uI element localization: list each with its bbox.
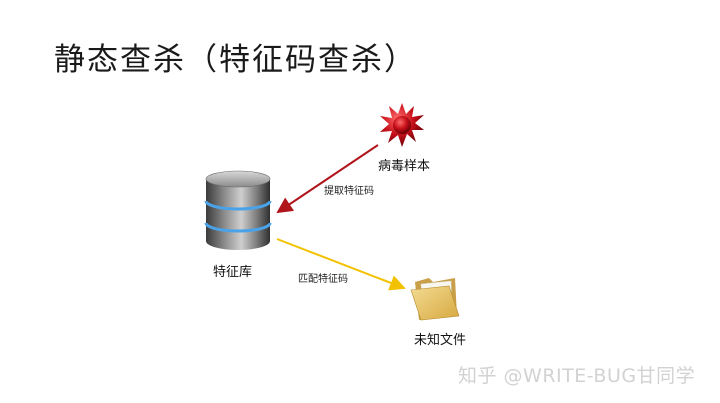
match-edge-label: 匹配特征码 bbox=[298, 274, 348, 285]
folder-icon bbox=[410, 278, 460, 321]
database-icon bbox=[204, 170, 272, 250]
match-arrow bbox=[276, 238, 406, 291]
extract-edge-label: 提取特征码 bbox=[324, 186, 374, 197]
extract-arrow bbox=[276, 144, 379, 214]
virus-icon bbox=[380, 103, 424, 147]
signature-db-label: 特征库 bbox=[213, 265, 253, 280]
unknown-file-label: 未知文件 bbox=[414, 333, 467, 348]
slide-title: 静态查杀（特征码查杀） bbox=[54, 42, 417, 78]
watermark: 知乎 @WRITE-BUG甘同学 bbox=[458, 365, 696, 387]
virus-sample-label: 病毒样本 bbox=[378, 159, 431, 174]
